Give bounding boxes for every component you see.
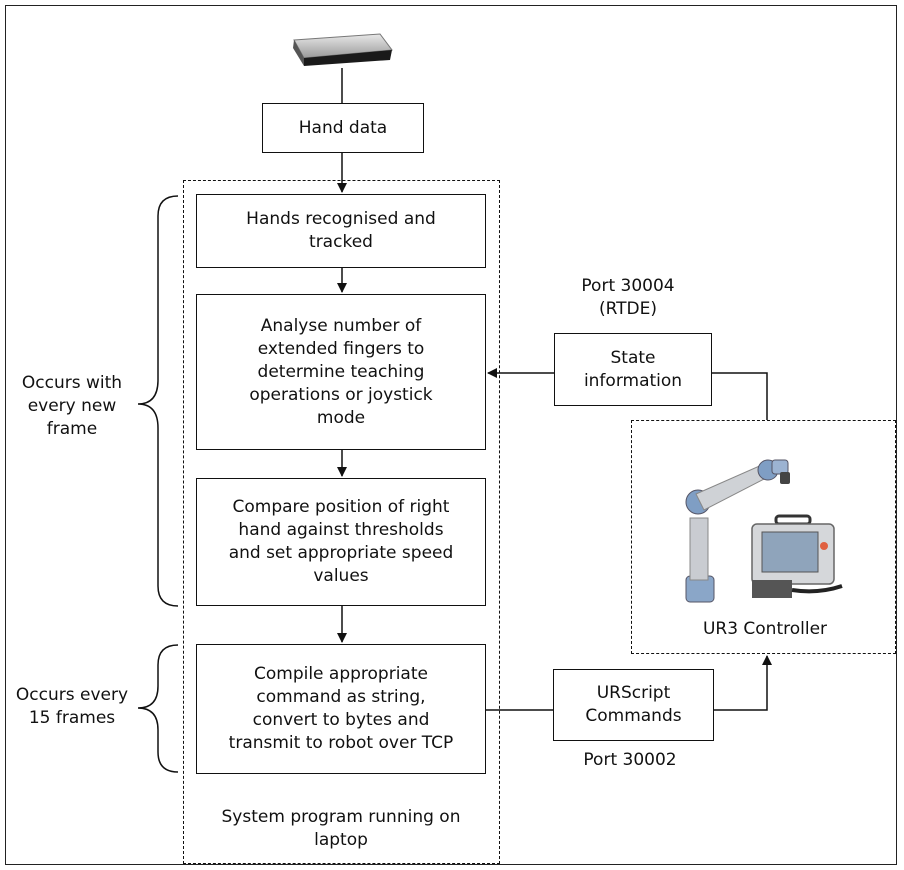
robot-arm-icon [685, 459, 790, 603]
ur3-controller-label: UR3 Controller [702, 619, 828, 639]
compile-box: Compile appropriate command as string, c… [196, 644, 486, 774]
figure-frame [5, 5, 897, 865]
system-program-label: System program running on laptop [221, 807, 461, 850]
hand-data-box: Hand data [262, 103, 424, 153]
ur3-controller-boundary [631, 420, 896, 654]
recognise-box: Hands recognised and tracked [196, 194, 486, 268]
port-30004-label: Port 30004 (RTDE) [581, 276, 675, 319]
every-15-frames-label: Occurs every 15 frames [15, 685, 129, 728]
urscript-commands-box: URScript Commands [553, 669, 714, 741]
port-30002-label: Port 30002 [583, 750, 677, 770]
leap-motion-sensor-icon [293, 33, 393, 66]
analyse-box: Analyse number of extended fingers to de… [196, 294, 486, 450]
state-information-box: State information [554, 333, 712, 406]
compare-box: Compare position of right hand against t… [196, 478, 486, 606]
every-new-frame-label: Occurs with every new frame [21, 373, 123, 439]
control-box-icon [751, 514, 843, 598]
